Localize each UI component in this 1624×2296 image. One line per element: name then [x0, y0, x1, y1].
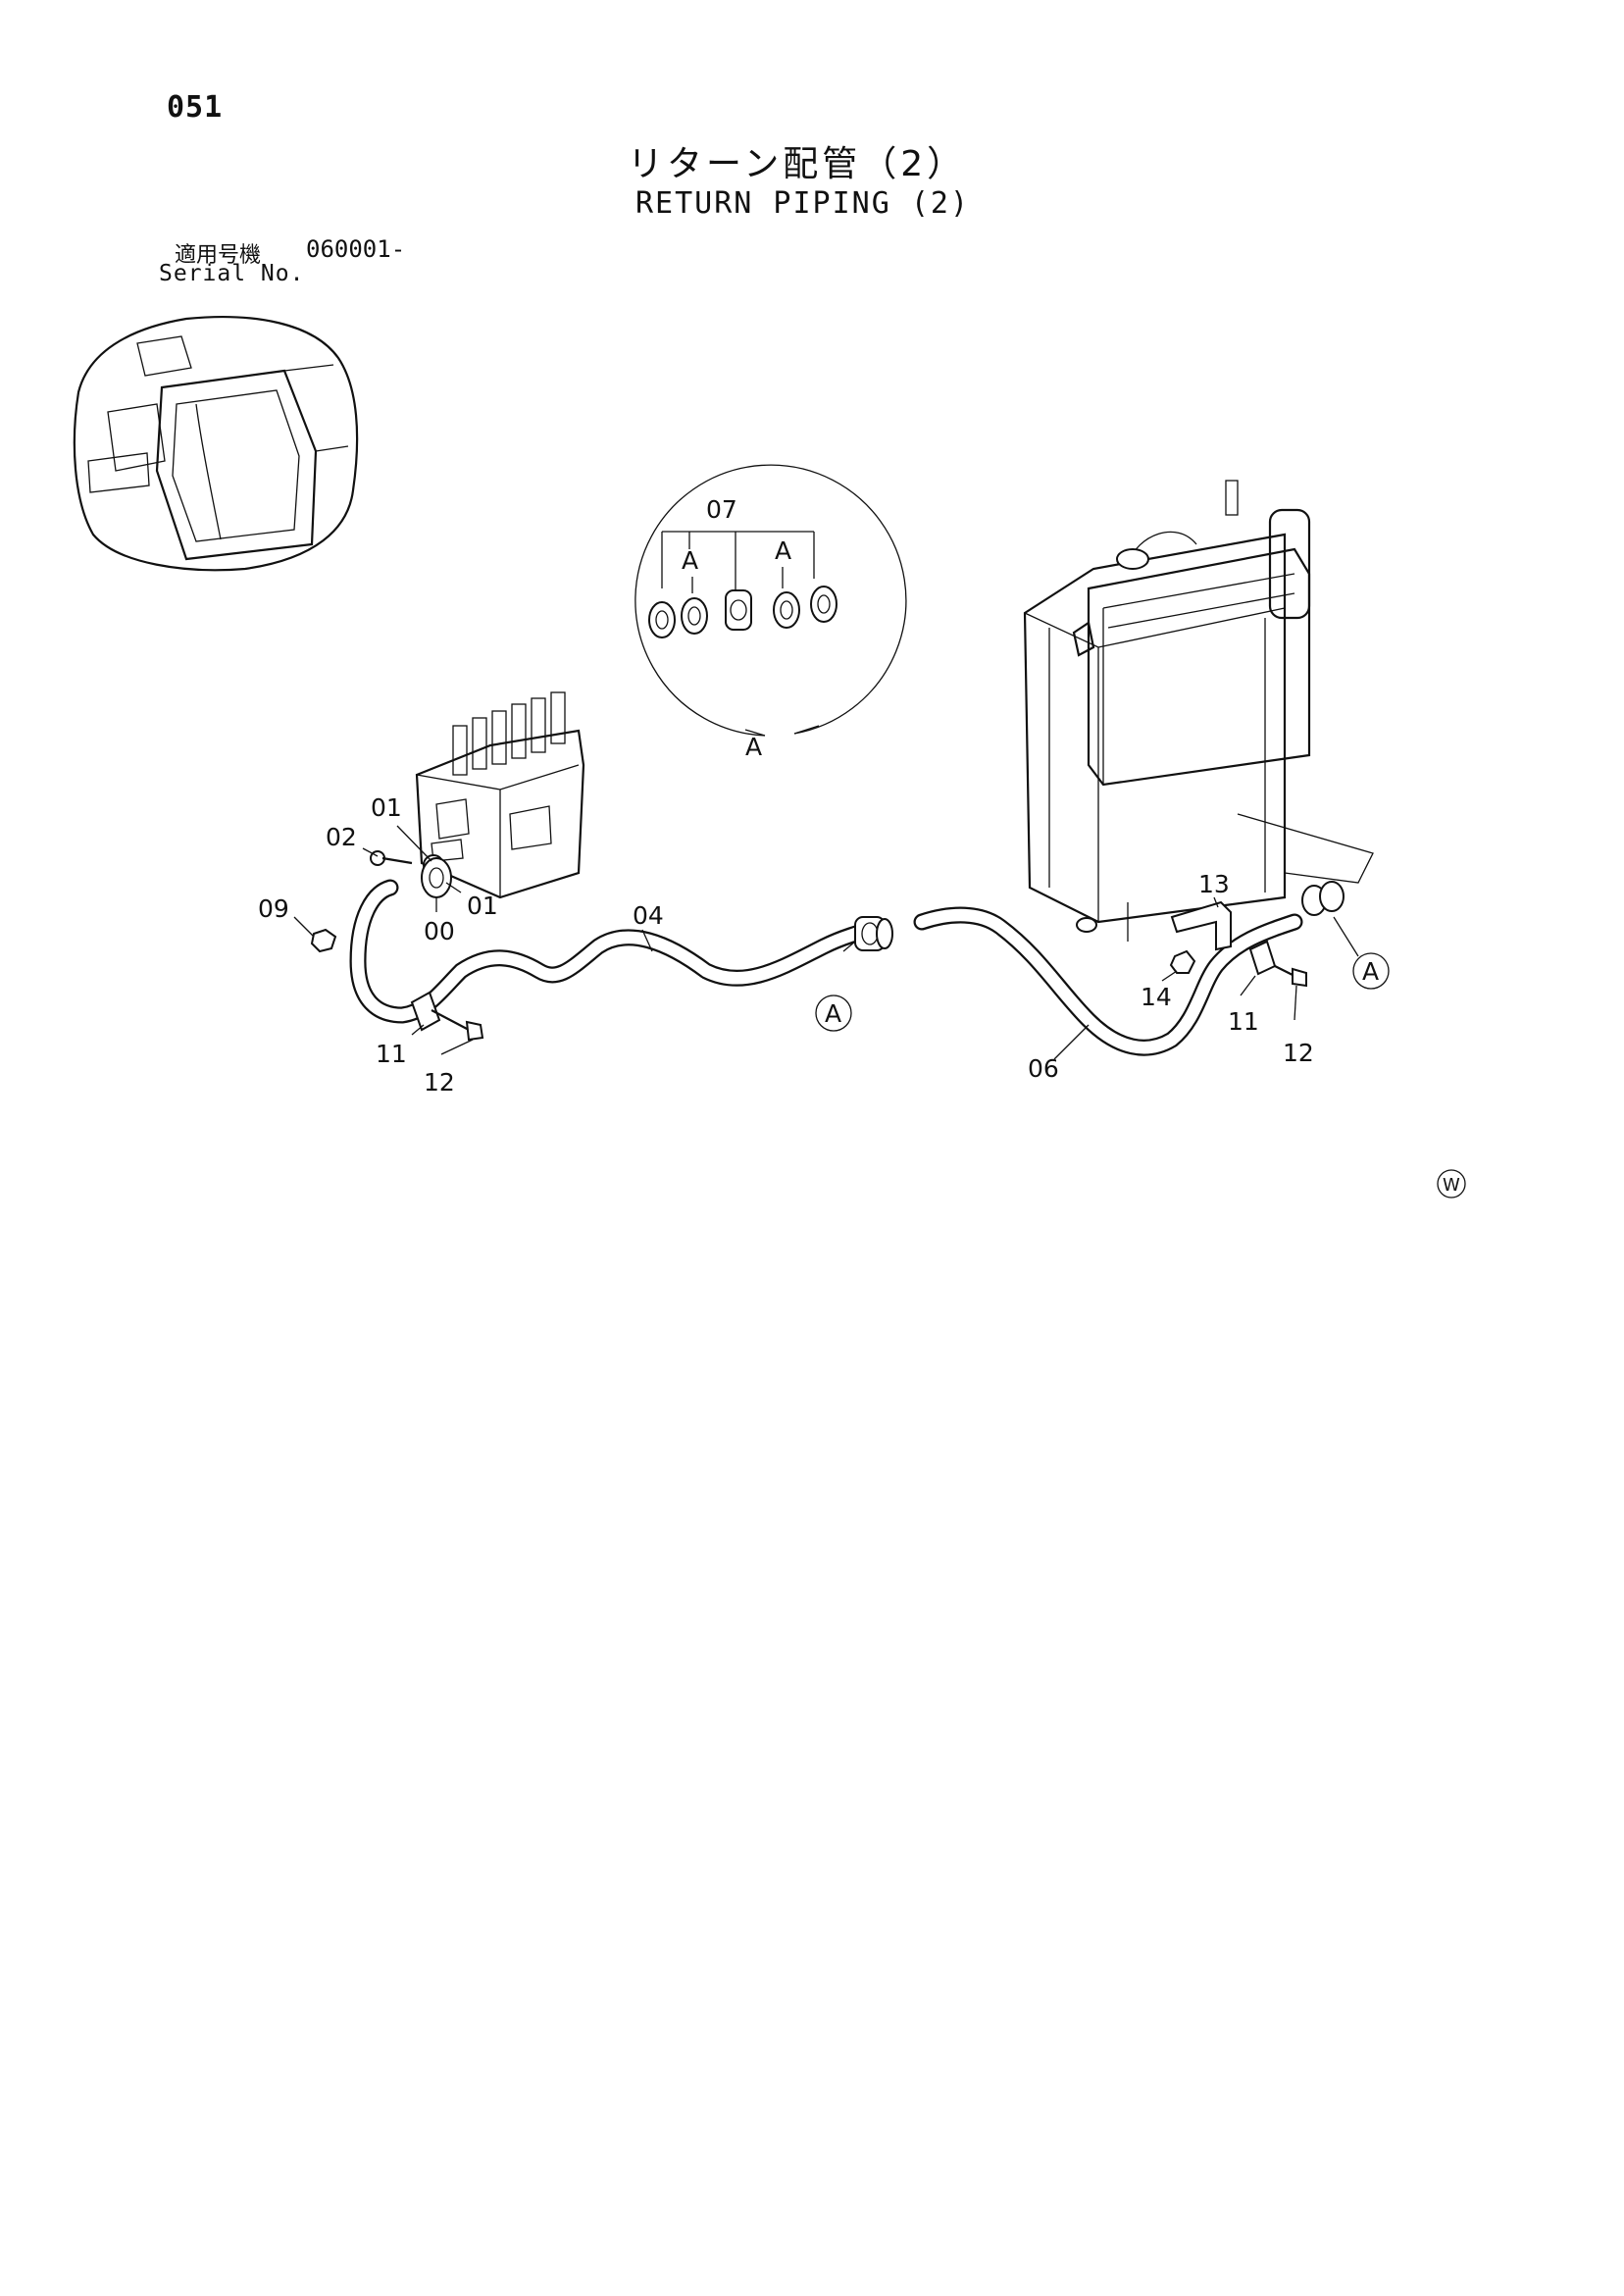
- callout-00: 00: [424, 917, 455, 945]
- callout-04: 04: [633, 901, 664, 930]
- bolt-14-icon: [1169, 949, 1196, 974]
- radiator-assembly-illustration: [1023, 480, 1374, 942]
- detail-part-07-label: 07: [706, 495, 737, 524]
- page-title-en: RETURN PIPING (2): [635, 186, 971, 221]
- pipe-joint-07: [854, 916, 893, 951]
- svg-text:W: W: [1443, 1175, 1460, 1196]
- callout-12-right: 12: [1283, 1039, 1314, 1067]
- detail-a-label-2: A: [775, 536, 791, 565]
- leader-lines: [293, 825, 1359, 1060]
- excavator-overview-illustration: [73, 316, 359, 572]
- callout-02: 02: [326, 823, 357, 851]
- ref-mark-right: A: [1352, 952, 1390, 990]
- bolt-09-icon: [310, 928, 337, 953]
- flange-00: [421, 857, 452, 898]
- ref-mark-left: A: [815, 995, 852, 1032]
- bolt-02-icon: [370, 850, 413, 866]
- callout-09: 09: [258, 894, 289, 923]
- callout-01-upper: 01: [371, 793, 402, 822]
- page-number: 051: [167, 90, 224, 125]
- callout-11-right: 11: [1228, 1007, 1259, 1036]
- detail-ref-label: A: [745, 733, 762, 761]
- return-pipe-04: [349, 879, 872, 1024]
- callout-01-lower: 01: [467, 892, 498, 920]
- bolt-12-right-icon: [1274, 965, 1307, 988]
- page-title-jp: リターン配管（2）: [628, 144, 967, 184]
- return-pipe-06: [913, 906, 1303, 1056]
- svg-text:A: A: [1362, 957, 1379, 986]
- serial-value: 060001-: [306, 235, 406, 263]
- detail-a-circle: A 07 A A: [634, 464, 907, 761]
- bracket-13-icon: [1170, 900, 1232, 951]
- detail-a-label-1: A: [682, 546, 698, 575]
- serial-label-en: Serial No.: [159, 261, 305, 286]
- bolt-12-left-icon: [431, 1009, 484, 1042]
- svg-text:A: A: [825, 999, 841, 1028]
- callout-13: 13: [1198, 870, 1230, 898]
- callout-12-left: 12: [424, 1068, 455, 1097]
- coupler-radiator-end: [1301, 881, 1345, 916]
- callout-06: 06: [1028, 1054, 1059, 1083]
- watermark-mark: W: [1437, 1169, 1466, 1199]
- callout-11-left: 11: [376, 1040, 407, 1068]
- clamp-11-left-icon: [410, 991, 441, 1032]
- serial-label-jp: 適用号機: [175, 243, 262, 268]
- callout-14: 14: [1141, 983, 1172, 1011]
